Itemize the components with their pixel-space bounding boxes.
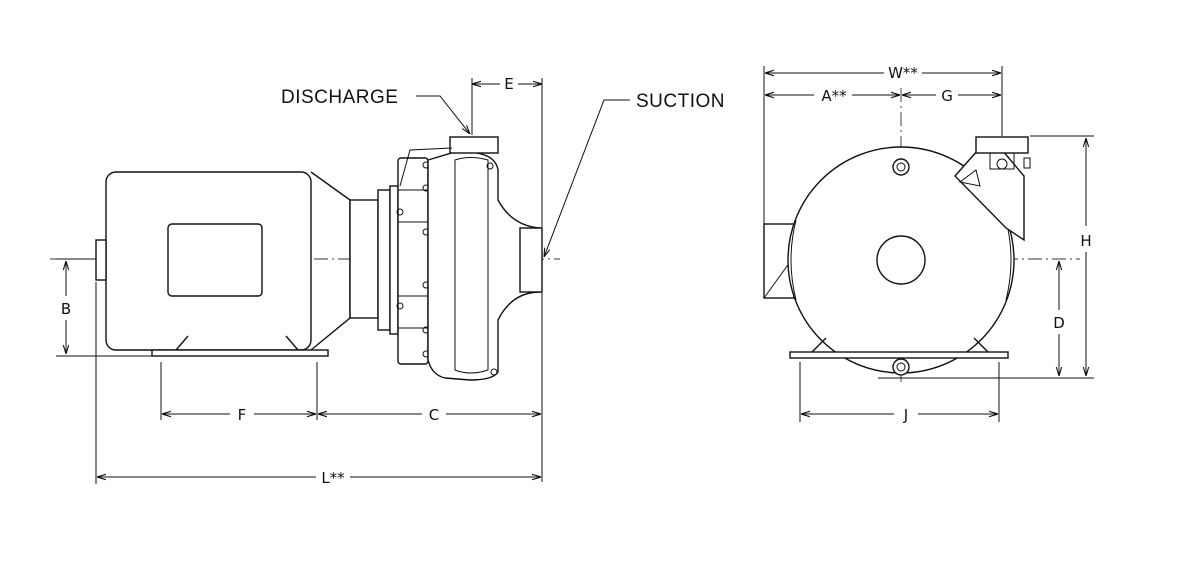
shaft-hub	[876, 235, 926, 285]
side-view	[50, 136, 560, 381]
end-feet	[811, 337, 989, 353]
suction-label: SUCTION	[636, 91, 725, 112]
backplate-bolts	[396, 157, 430, 365]
volute-casing-side	[427, 151, 541, 381]
junction-box	[167, 223, 263, 297]
dim-label-w: W**	[888, 64, 918, 82]
adapter-bracket	[349, 199, 379, 319]
dim-label-c: C	[429, 406, 439, 424]
motor-feet	[175, 335, 299, 351]
discharge-label: DISCHARGE	[281, 87, 398, 108]
seal-plate	[389, 185, 399, 335]
side-dimensions: E B F C L** DISCHARGE SUCTION	[56, 75, 725, 487]
end-dimensions: W** A** G H D J	[763, 64, 1094, 424]
dim-label-e: E	[504, 75, 513, 93]
discharge-flange	[449, 136, 499, 154]
suction-leader	[544, 99, 630, 257]
suction-nozzle	[519, 227, 543, 293]
motor-adapter-taper	[310, 171, 351, 351]
dim-label-g: G	[941, 87, 953, 105]
dim-label-a: A**	[821, 87, 847, 105]
end-view	[763, 88, 1080, 382]
dim-label-h: H	[1080, 232, 1091, 250]
bottom-bolt	[892, 358, 910, 376]
dim-label-d: D	[1053, 314, 1065, 332]
dim-label-f: F	[238, 406, 247, 424]
top-bolt	[892, 158, 910, 176]
discharge-flange-end	[975, 136, 1029, 154]
dim-label-j: J	[903, 406, 908, 424]
discharge-leader	[416, 95, 470, 134]
dim-label-b: B	[61, 300, 71, 318]
end-base	[789, 351, 1009, 359]
dim-label-l: L**	[321, 469, 345, 487]
motor-base	[151, 349, 329, 357]
motor-end-cap	[95, 239, 107, 281]
volute-inner	[454, 157, 489, 374]
flush-tube	[399, 147, 453, 187]
adapter-flange	[377, 189, 391, 331]
